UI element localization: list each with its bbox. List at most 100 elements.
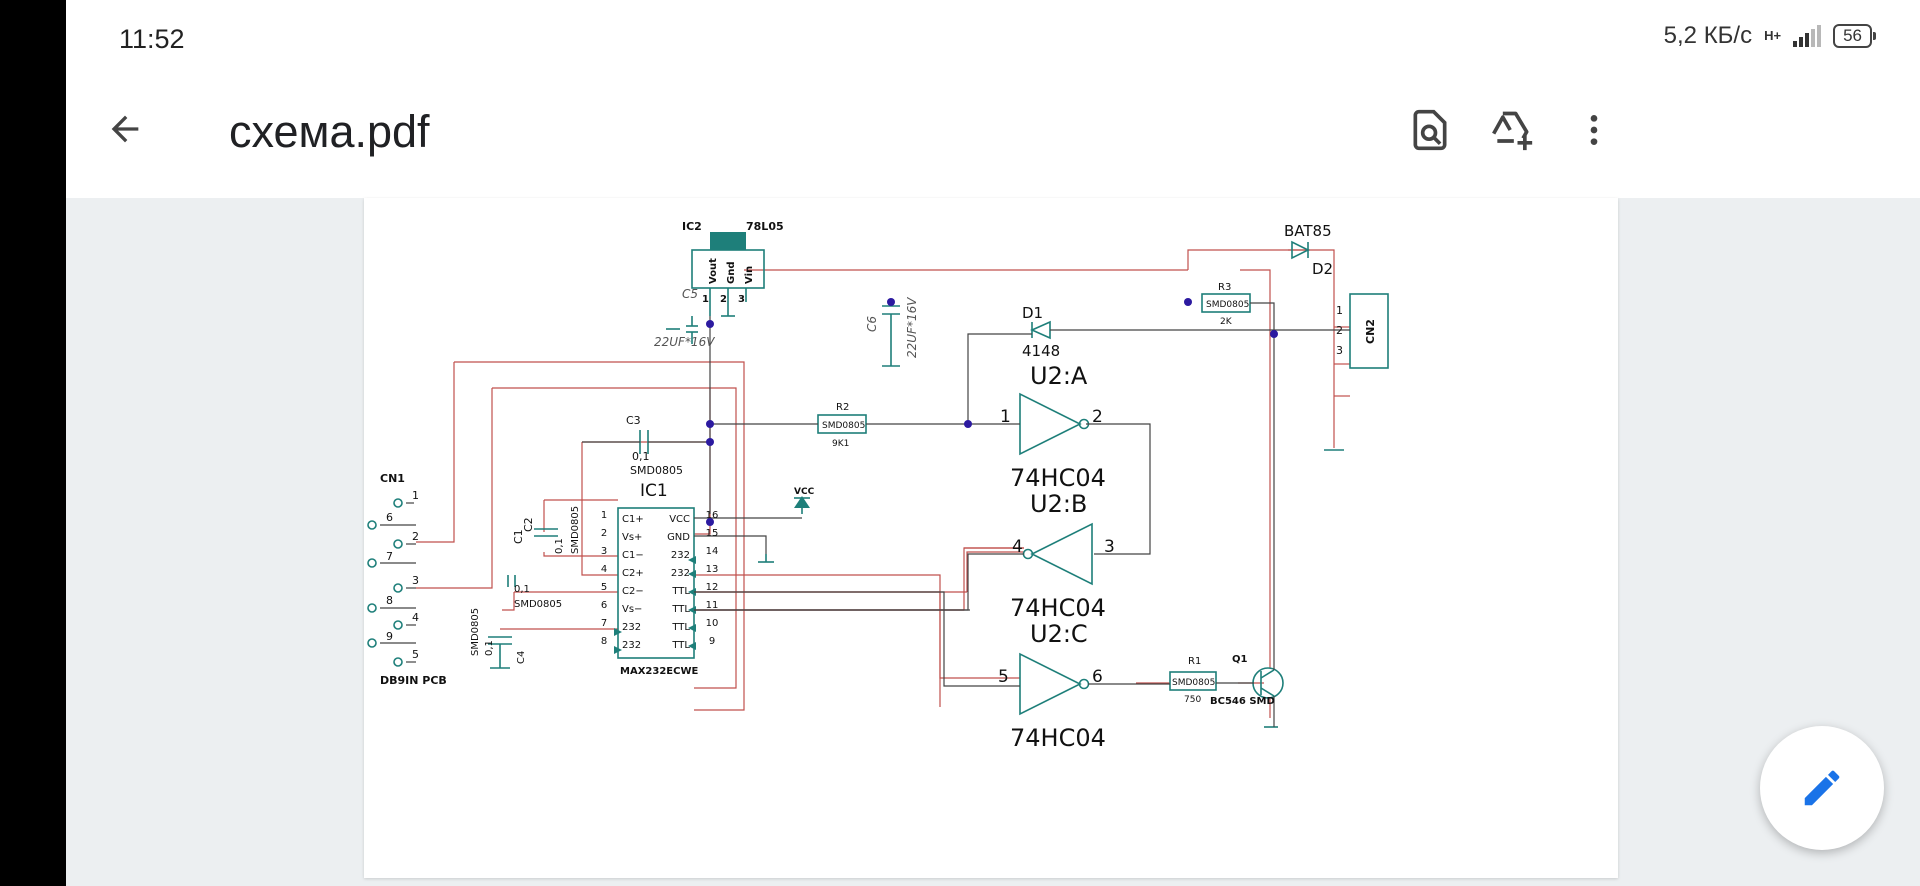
u2c-ref: U2:C (1030, 620, 1088, 648)
cn1-pin-num: 1 (412, 489, 419, 502)
ic1-right-pin-num: 14 (706, 546, 719, 557)
ic1-left-pin-label: 232 (622, 640, 641, 651)
app-bar: схема.pdf (66, 80, 1920, 198)
r1-ref: R1 (1188, 656, 1201, 667)
q1-part: BC546 SMD (1210, 696, 1275, 707)
c3-ref: C3 (626, 414, 641, 427)
ic1-left-pin-label: C1+ (622, 514, 644, 525)
c1-ref: C1 (512, 529, 525, 544)
pencil-icon (1804, 770, 1840, 806)
battery-level: 56 (1843, 26, 1862, 45)
add-to-drive-button[interactable] (1484, 102, 1540, 158)
c5-ref: C5 (682, 287, 698, 301)
circuit-schematic: IC2 78L05 Vout Gnd Vin 1 2 3 C5 22UF*16V… (367, 220, 1389, 752)
d1-ref: D1 (1022, 304, 1043, 322)
ic1-right-pin-label: 232 (671, 568, 690, 579)
cn1-pin-num: 7 (386, 550, 393, 563)
ic1-right-pin-num: 15 (706, 528, 719, 539)
back-button[interactable] (98, 102, 152, 156)
cn2-pin2: 2 (1336, 324, 1343, 337)
c4-value: 0,1 (484, 640, 495, 656)
add-to-drive-icon (1492, 111, 1533, 151)
pdf-viewer[interactable]: IC2 78L05 Vout Gnd Vin 1 2 3 C5 22UF*16V… (66, 198, 1920, 886)
network-speed: 5,2 КБ/с (1663, 22, 1753, 49)
ic1-left-pin-num: 3 (601, 546, 607, 557)
r1-pkg: SMD0805 (1172, 678, 1215, 688)
ic1-left-pin-label: C2− (622, 586, 644, 597)
c3-pkg: SMD0805 (630, 464, 683, 477)
status-icons: 5,2 КБ/с H+ 56 (1663, 22, 1876, 50)
c6-value: 22UF*16V (905, 297, 919, 358)
c1-value: 0,1 (514, 584, 530, 595)
ic2-pin-gnd: Gnd (726, 262, 737, 285)
ic1-left-pin-label: C2+ (622, 568, 644, 579)
ic1-left-pin-num: 2 (601, 528, 607, 539)
ic1-right-pin-label: VCC (669, 514, 690, 525)
ic1-right-pin-label: TTL (671, 604, 690, 615)
ic1-right-pin-label: 232 (671, 550, 690, 561)
cn2-ref: CN2 (1364, 319, 1377, 344)
ic2-part: 78L05 (746, 220, 784, 233)
battery-icon: 56 (1833, 24, 1876, 48)
r2-value: 9K1 (832, 439, 849, 449)
u2a-out: 2 (1092, 407, 1103, 427)
u2a-part: 74HC04 (1010, 464, 1106, 492)
c4-ref: C4 (516, 651, 527, 664)
ic2-pin2: 2 (720, 294, 727, 305)
cn1-pin-num: 5 (412, 648, 419, 661)
u2c-part: 74HC04 (1010, 724, 1106, 752)
edit-fab-button[interactable] (1760, 726, 1884, 850)
c3-value: 0,1 (632, 450, 650, 463)
ic1-right-pin-label: TTL (671, 586, 690, 597)
find-in-page-button[interactable] (1402, 102, 1458, 158)
c2-ref: C2 (522, 517, 535, 532)
more-options-button[interactable] (1566, 102, 1622, 158)
ic2-pin1: 1 (702, 294, 709, 305)
ic1-left-pin-num: 5 (601, 582, 607, 593)
cn2-pin3: 3 (1336, 344, 1343, 357)
u2a-in: 1 (1000, 407, 1011, 427)
status-time: 11:52 (119, 24, 185, 54)
r2-ref: R2 (836, 402, 849, 413)
ic1-right-pin-num: 13 (706, 564, 719, 575)
pdf-page: IC2 78L05 Vout Gnd Vin 1 2 3 C5 22UF*16V… (364, 198, 1618, 878)
c2-value: 0,1 (554, 538, 565, 554)
network-type: H+ (1764, 28, 1782, 43)
r2-pkg: SMD0805 (822, 421, 865, 431)
find-in-page-icon (1413, 109, 1447, 151)
ic2-pin3: 3 (738, 294, 745, 305)
more-vert-icon (1590, 115, 1598, 145)
ic1-left-pin-num: 1 (601, 510, 607, 521)
r3-ref: R3 (1218, 282, 1231, 293)
cn1-pin-num: 6 (386, 511, 393, 524)
c1-pkg: SMD0805 (514, 599, 562, 610)
ic1-left-pin-num: 4 (601, 564, 607, 575)
r3-value: 2K (1220, 317, 1233, 327)
d2-part: BAT85 (1284, 222, 1332, 240)
ic1-left-pin-label: 232 (622, 622, 641, 633)
ic2-pin-vout: Vout (708, 258, 719, 284)
ic1-left-pin-label: Vs+ (622, 532, 642, 543)
ic1-left-pin-label: Vs− (622, 604, 642, 615)
cn1-ref: CN1 (380, 472, 405, 485)
arrow-back-icon (111, 115, 139, 143)
document-title: схема.pdf (229, 106, 430, 157)
r1-value: 750 (1184, 695, 1201, 705)
cn1-pin-num: 2 (412, 530, 419, 543)
c4-pkg: SMD0805 (470, 608, 481, 656)
cn1-pin-num: 8 (386, 594, 393, 607)
ic1-left-pin-num: 6 (601, 600, 607, 611)
r3-pkg: SMD0805 (1206, 300, 1249, 310)
d2-ref: D2 (1312, 260, 1333, 278)
ic1-left-pin-num: 7 (601, 618, 607, 629)
u2b-ref: U2:B (1030, 490, 1087, 518)
ic1-left-pin-label: C1− (622, 550, 644, 561)
vcc-label: VCC (794, 487, 815, 497)
ic1-right-pin-label: GND (667, 532, 690, 543)
u2b-part: 74HC04 (1010, 594, 1106, 622)
cn1-part: DB9IN PCB (380, 674, 447, 687)
ic2-ref: IC2 (682, 220, 702, 233)
ic1-right-pin-num: 12 (706, 582, 719, 593)
c2-pkg: SMD0805 (570, 506, 581, 554)
ic1-right-pin-label: TTL (671, 640, 690, 651)
